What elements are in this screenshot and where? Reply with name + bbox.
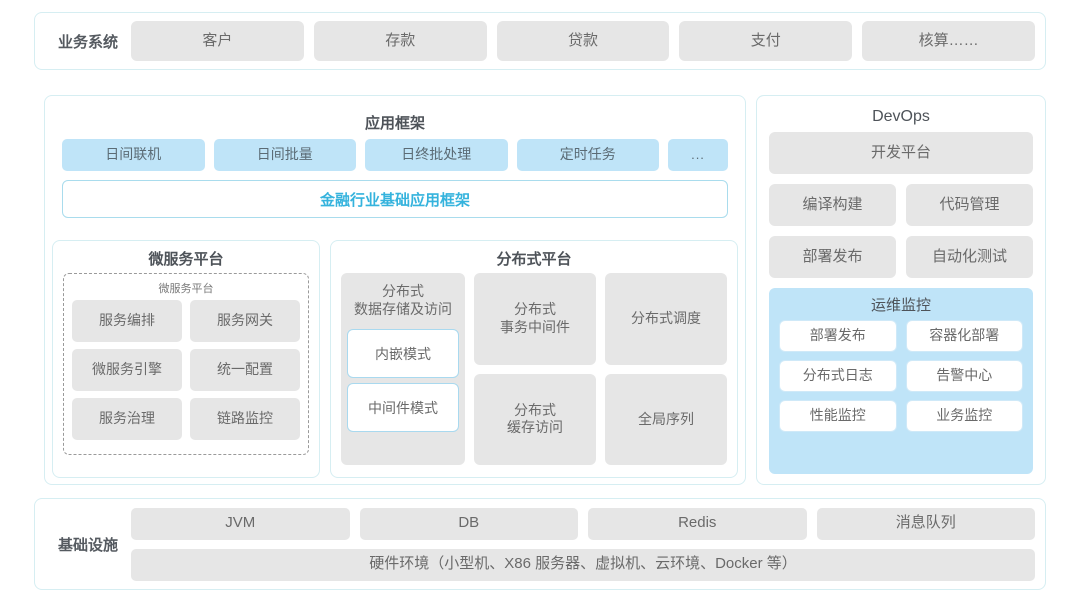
app-chip-daytime-online[interactable]: 日间联机 <box>62 139 205 171</box>
infra-chip-message-queue[interactable]: 消息队列 <box>816 507 1035 540</box>
infrastructure-panel: 基础设施 JVM DB Redis 消息队列 硬件环境（小型机、X86 服务器、… <box>34 498 1046 590</box>
app-chip-eod-batch[interactable]: 日终批处理 <box>365 139 508 171</box>
dist-chip-scheduling[interactable]: 分布式调度 <box>605 273 727 365</box>
infrastructure-chips: JVM DB Redis 消息队列 <box>131 507 1035 540</box>
finance-base-framework-bar[interactable]: 金融行业基础应用框架 <box>62 180 728 218</box>
distributed-storage-title: 分布式 数据存储及访问 <box>354 283 452 317</box>
devops-panel: DevOps 开发平台 编译构建 代码管理 部署发布 自动化测试 运维监控 部署… <box>756 95 1046 485</box>
microservice-platform-grid: 服务编排 服务网关 微服务引擎 统一配置 服务治理 链路监控 <box>72 300 300 440</box>
microservice-platform-inner-box: 微服务平台 服务编排 服务网关 微服务引擎 统一配置 服务治理 链路监控 <box>63 273 309 455</box>
business-system-chip-loan[interactable]: 贷款 <box>496 21 670 61</box>
distributed-platform-title: 分布式平台 <box>496 251 572 268</box>
dist-chip-transaction-middleware[interactable]: 分布式 事务中间件 <box>474 273 596 365</box>
ops-monitor-title: 运维监控 <box>870 297 931 314</box>
dist-chip-global-sequence[interactable]: 全局序列 <box>605 373 727 465</box>
micro-chip-unified-config[interactable]: 统一配置 <box>190 349 300 391</box>
devops-title: DevOps <box>872 108 930 125</box>
business-system-chip-accounting[interactable]: 核算…… <box>862 21 1035 61</box>
application-framework-chips: 日间联机 日间批量 日终批处理 定时任务 ... <box>62 139 728 171</box>
business-systems-chips: 客户 存款 贷款 支付 核算…… <box>131 21 1035 61</box>
infra-chip-redis[interactable]: Redis <box>588 507 807 540</box>
app-chip-more[interactable]: ... <box>668 139 728 171</box>
ops-monitor-grid: 部署发布 容器化部署 分布式日志 告警中心 性能监控 业务监控 <box>779 320 1023 432</box>
application-framework-panel: 应用框架 日间联机 日间批量 日终批处理 定时任务 ... 金融行业基础应用框架 <box>52 103 738 231</box>
micro-chip-service-gateway[interactable]: 服务网关 <box>190 300 300 342</box>
microservice-platform-title: 微服务平台 <box>148 251 224 268</box>
business-system-chip-customer[interactable]: 客户 <box>131 21 304 61</box>
ops-chip-business-monitor[interactable]: 业务监控 <box>905 400 1023 432</box>
business-systems-label: 业务系统 <box>57 33 118 51</box>
ops-chip-container-deploy[interactable]: 容器化部署 <box>905 320 1023 352</box>
ops-chip-alert-center[interactable]: 告警中心 <box>905 360 1023 392</box>
app-chip-scheduled-task[interactable]: 定时任务 <box>516 139 659 171</box>
application-framework-title: 应用框架 <box>364 115 425 132</box>
storage-mode-embedded[interactable]: 内嵌模式 <box>347 329 459 378</box>
microservice-platform-inner-title: 微服务平台 <box>158 283 214 295</box>
microservice-platform-panel: 微服务平台 微服务平台 服务编排 服务网关 微服务引擎 统一配置 服务治理 链路… <box>52 240 320 478</box>
ops-chip-performance-monitor[interactable]: 性能监控 <box>779 400 897 432</box>
business-systems-panel: 业务系统 客户 存款 贷款 支付 核算…… <box>34 12 1046 70</box>
devops-chip-build[interactable]: 编译构建 <box>769 184 896 226</box>
devops-pair-row-2: 部署发布 自动化测试 <box>769 236 1033 278</box>
distributed-platform-body: 分布式 数据存储及访问 内嵌模式 中间件模式 分布式 事务中间件 分布式调度 分… <box>341 273 727 465</box>
micro-chip-microservice-engine[interactable]: 微服务引擎 <box>72 349 182 391</box>
devops-chip-deploy-release[interactable]: 部署发布 <box>769 236 896 278</box>
devops-chip-code-management[interactable]: 代码管理 <box>906 184 1033 226</box>
micro-chip-trace-monitor[interactable]: 链路监控 <box>190 398 300 440</box>
micro-chip-service-governance[interactable]: 服务治理 <box>72 398 182 440</box>
dist-chip-cache-access[interactable]: 分布式 缓存访问 <box>474 373 596 465</box>
ops-monitor-panel: 运维监控 部署发布 容器化部署 分布式日志 告警中心 性能监控 业务监控 <box>769 288 1033 474</box>
devops-chip-automated-test[interactable]: 自动化测试 <box>906 236 1033 278</box>
app-chip-daytime-batch[interactable]: 日间批量 <box>213 139 356 171</box>
business-system-chip-deposit[interactable]: 存款 <box>313 21 487 61</box>
distributed-platform-grid: 分布式 事务中间件 分布式调度 分布式 缓存访问 全局序列 <box>474 273 727 465</box>
devops-chip-dev-platform[interactable]: 开发平台 <box>769 132 1033 174</box>
infra-chip-jvm[interactable]: JVM <box>131 507 350 540</box>
infra-chip-hardware-environment[interactable]: 硬件环境（小型机、X86 服务器、虚拟机、云环境、Docker 等） <box>131 548 1035 581</box>
infra-chip-db[interactable]: DB <box>359 507 578 540</box>
infrastructure-stack: JVM DB Redis 消息队列 硬件环境（小型机、X86 服务器、虚拟机、云… <box>131 507 1035 581</box>
ops-chip-deploy-release[interactable]: 部署发布 <box>779 320 897 352</box>
micro-chip-service-orchestration[interactable]: 服务编排 <box>72 300 182 342</box>
infrastructure-label: 基础设施 <box>57 536 118 554</box>
distributed-platform-panel: 分布式平台 分布式 数据存储及访问 内嵌模式 中间件模式 分布式 事务中间件 分… <box>330 240 738 478</box>
ops-chip-distributed-log[interactable]: 分布式日志 <box>779 360 897 392</box>
business-system-chip-payment[interactable]: 支付 <box>679 21 853 61</box>
devops-pair-row-1: 编译构建 代码管理 <box>769 184 1033 226</box>
distributed-storage-card[interactable]: 分布式 数据存储及访问 内嵌模式 中间件模式 <box>341 273 465 465</box>
storage-mode-middleware[interactable]: 中间件模式 <box>347 383 459 432</box>
